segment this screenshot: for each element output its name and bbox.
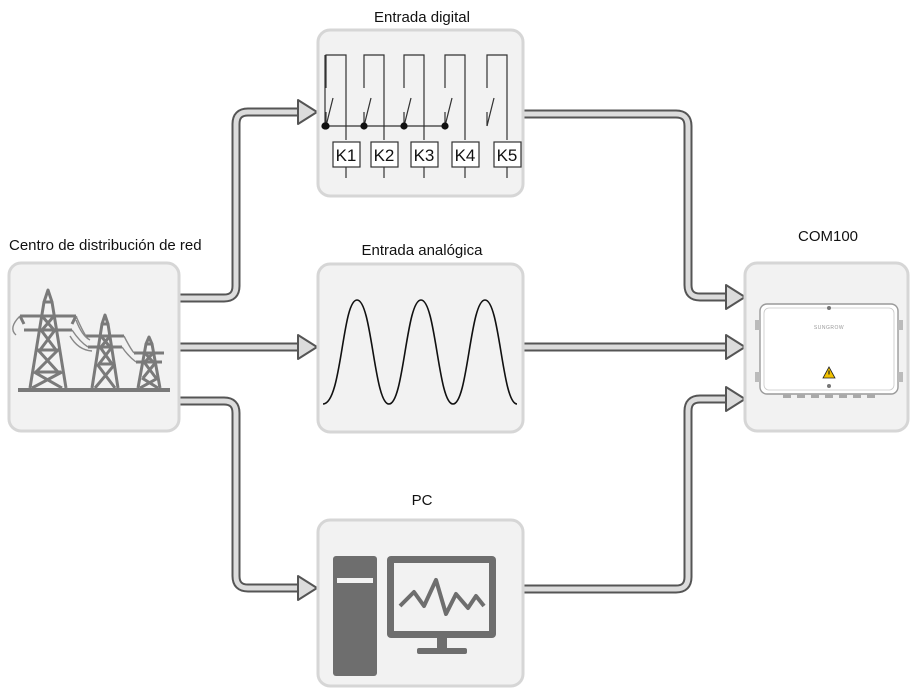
transmission-towers-icon bbox=[12, 288, 170, 392]
arrow-digital-to-com bbox=[523, 109, 746, 310]
arrow-grid-to-digital bbox=[178, 99, 318, 303]
arrow-pc-to-com bbox=[523, 386, 746, 594]
com100-brand: SUNGROW bbox=[814, 325, 844, 331]
grid-node: Centro de distribución de red bbox=[7, 237, 202, 433]
relay-label-k3: K3 bbox=[414, 146, 435, 165]
relay-box bbox=[410, 141, 439, 168]
relay-label-k1: K1 bbox=[336, 146, 357, 165]
com100-label: COM100 bbox=[798, 228, 858, 245]
sine-wave-icon bbox=[322, 299, 518, 405]
arrow-grid-to-analog bbox=[178, 334, 318, 360]
analog-input-node: Entrada analógica bbox=[316, 242, 525, 434]
digital-input-label: Entrada digital bbox=[374, 9, 470, 26]
relay-label-k2: K2 bbox=[374, 146, 395, 165]
digital-input-node: Entrada digital K1 K2 K3 K4 K5 bbox=[316, 9, 525, 198]
relay-box bbox=[370, 141, 399, 168]
junction-dot bbox=[400, 122, 408, 130]
junction-dot bbox=[321, 122, 329, 130]
grid-label: Centro de distribución de red bbox=[9, 237, 202, 254]
relay-label-k5: K5 bbox=[497, 146, 518, 165]
relay-switches-icon bbox=[321, 54, 522, 178]
analog-input-box bbox=[316, 262, 525, 434]
pc-label: PC bbox=[412, 492, 433, 509]
com100-node: COM100 SUNGROW bbox=[743, 228, 910, 433]
com100-device-icon: SUNGROW bbox=[755, 303, 903, 398]
relay-box bbox=[451, 141, 480, 168]
junction-dot bbox=[441, 122, 449, 130]
junction-dot bbox=[360, 122, 368, 130]
arrow-analog-to-com bbox=[523, 334, 746, 360]
relay-labels: K1 K2 K3 K4 K5 bbox=[336, 146, 518, 165]
pc-node: PC bbox=[316, 492, 525, 688]
relay-label-k4: K4 bbox=[455, 146, 476, 165]
connectors bbox=[178, 99, 746, 601]
arrow-grid-to-pc bbox=[178, 396, 318, 601]
computer-icon bbox=[333, 556, 496, 676]
analog-input-label: Entrada analógica bbox=[362, 242, 484, 259]
